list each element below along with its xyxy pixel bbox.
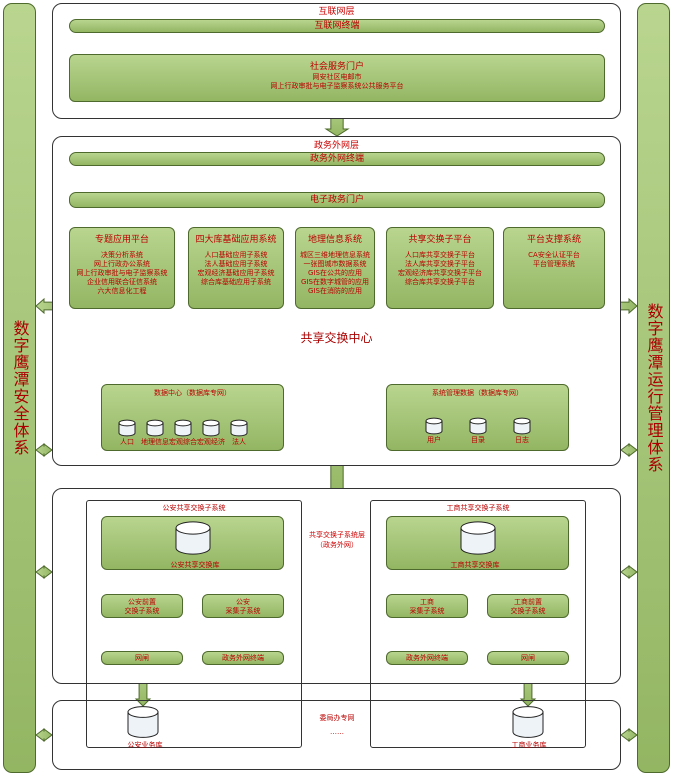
commerce-exchange-db-label: 工商共享交换库 <box>450 561 500 569</box>
app-box-gis: 地理信息系统 城区三维地理信息系统 一张图城市数据系统 GIS在公共的应用 GI… <box>295 227 375 309</box>
police-subsystem-title: 公安共享交换子系统 <box>162 504 226 512</box>
data-center-box: 数据中心（数据库专网） <box>101 384 284 451</box>
data-center-title: 数据中心（数据库专网） <box>154 389 231 397</box>
police-gatekeeper-box: 网闸 <box>101 651 183 665</box>
arrow-security-gov <box>35 443 53 457</box>
police-collect-box: 公安 采集子系统 <box>202 594 284 618</box>
commerce-gatekeeper-box: 网闸 <box>487 651 569 665</box>
commerce-collect-box: 工商 采集子系统 <box>386 594 468 618</box>
internet-layer-title: 互联网层 <box>318 7 355 17</box>
police-subsystem-frame <box>86 500 302 748</box>
police-gov-terminal-box: 政务外网终端 <box>202 651 284 665</box>
exchange-center-label: 共享交换中心 <box>300 331 373 345</box>
system-mgmt-box: 系统管理数据（数据库专网） <box>386 384 569 451</box>
arrow-security-subsys <box>35 565 53 579</box>
commerce-front-exchange-box: 工商前置 交换子系统 <box>487 594 569 618</box>
arrow-subsys-ops <box>620 565 638 579</box>
app-box-topic-platform: 专题应用平台 决策分析系统 网上行政办公系统 网上行政审批与电子监察系统 企业信… <box>69 227 175 309</box>
internet-terminal-bar: 互联网终端 <box>69 19 605 33</box>
commerce-subsystem-title: 工商共享交换子系统 <box>446 504 510 512</box>
social-portal-line2: 网上行政审批与电子监察系统公共服务平台 <box>270 82 404 90</box>
gov-external-terminal-bar: 政务外网终端 <box>69 152 605 166</box>
commerce-subsystem-frame <box>370 500 586 748</box>
social-service-portal: 社会服务门户 网安社区电邮市 网上行政审批与电子监察系统公共服务平台 <box>69 54 605 102</box>
security-system-label: 数字鹰潭安全体系 <box>10 320 30 456</box>
bureau-network-label: 委局办专网 <box>319 714 355 722</box>
system-mgmt-title: 系统管理数据（数据库专网） <box>432 389 523 397</box>
social-portal-line1: 网安社区电邮市 <box>312 73 362 81</box>
police-exchange-db-label: 公安共享交换库 <box>170 561 220 569</box>
arrow-bureau-ops <box>620 728 638 742</box>
commerce-business-db-label: 工商业务库 <box>511 741 547 749</box>
bureau-private-network-layer <box>52 700 621 770</box>
app-box-shared-exchange: 共享交换子平台 人口库共享交换子平台 法人库共享交换子平台 宏观经济库共享交换子… <box>386 227 494 309</box>
arrow-security-bureau <box>35 728 53 742</box>
app-box-four-base-db: 四大库基础应用系统 人口基础应用子系统 法人基础应用子系统 宏观经济基础应用子系… <box>188 227 284 309</box>
operations-system-label: 数字鹰潭运行管理体系 <box>644 303 664 473</box>
police-business-db-label: 公安业务库 <box>127 741 163 749</box>
app-box-platform-support: 平台支撑系统 CA安全认证平台 平台管理系统 <box>503 227 605 309</box>
bureau-network-dots: …… <box>330 728 344 736</box>
commerce-gov-terminal-box: 政务外网终端 <box>386 651 468 665</box>
operations-system-pillar: 数字鹰潭运行管理体系 <box>637 3 670 773</box>
subsystem-layer-label: 共享交换子系统层 （政务外网） <box>309 531 365 549</box>
security-system-pillar: 数字鹰潭安全体系 <box>3 3 36 773</box>
social-portal-title: 社会服务门户 <box>309 62 364 72</box>
police-front-exchange-box: 公安前置 交换子系统 <box>101 594 183 618</box>
arrow-gov-ops <box>620 443 638 457</box>
e-gov-portal-bar: 电子政务门户 <box>69 192 605 208</box>
gov-external-layer-title: 政务外网层 <box>313 141 359 151</box>
